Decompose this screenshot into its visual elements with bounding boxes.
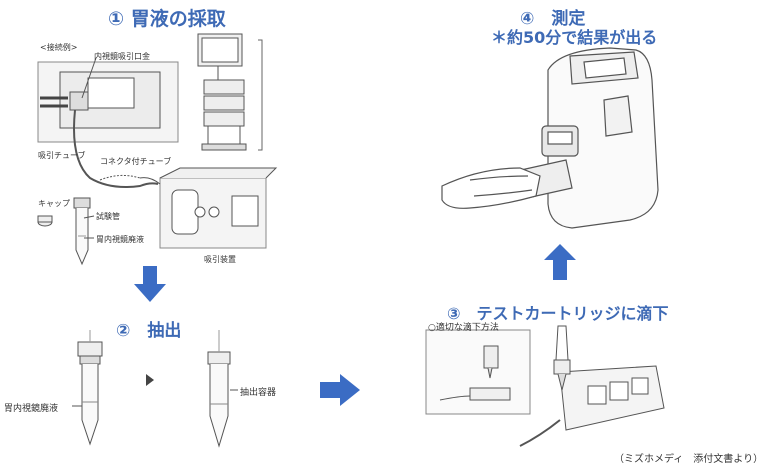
label-suction-device: 吸引装置 [204, 255, 236, 264]
step4-subtitle: ＊約50分で結果が出る [491, 28, 658, 47]
arrow-down-icon [134, 266, 166, 302]
label-connection-example: <接続例> [40, 43, 78, 52]
step3-illustration [425, 325, 665, 447]
label-suction-tube: 吸引チューブ [38, 151, 86, 160]
step2-title: ② 抽出 [116, 321, 182, 341]
step4-illustration [441, 47, 659, 229]
label-gastric-waste: 胃内視鏡廃液 [96, 235, 144, 244]
arrow-right-icon [320, 374, 360, 406]
label-connector-tube: コネクタ付チューブ [100, 157, 172, 166]
label-gastric-waste-2: 胃内視鏡廃液 [4, 404, 59, 414]
label-test-tube: 試験管 [96, 212, 120, 221]
step4-title: ④ 測定 [520, 9, 586, 29]
arrows [134, 244, 576, 406]
arrow-up-icon [544, 244, 576, 280]
label-cap: キャップ [38, 199, 70, 208]
label-endoscope-port: 内視鏡吸引口金 [94, 52, 150, 61]
step1-title: ① 胃液の採取 [108, 8, 226, 30]
step1-illustration [37, 33, 278, 266]
label-extraction-container: 抽出容器 [240, 388, 277, 398]
step-marker-icon [146, 374, 154, 386]
source-credit: （ミズホメディ 添付文書より） [614, 454, 764, 465]
step3-title: ③ テストカートリッジに滴下 [447, 304, 669, 323]
label-proper-dropping: ○適切な滴下方法 [428, 323, 499, 333]
step2-illustration [72, 330, 238, 448]
